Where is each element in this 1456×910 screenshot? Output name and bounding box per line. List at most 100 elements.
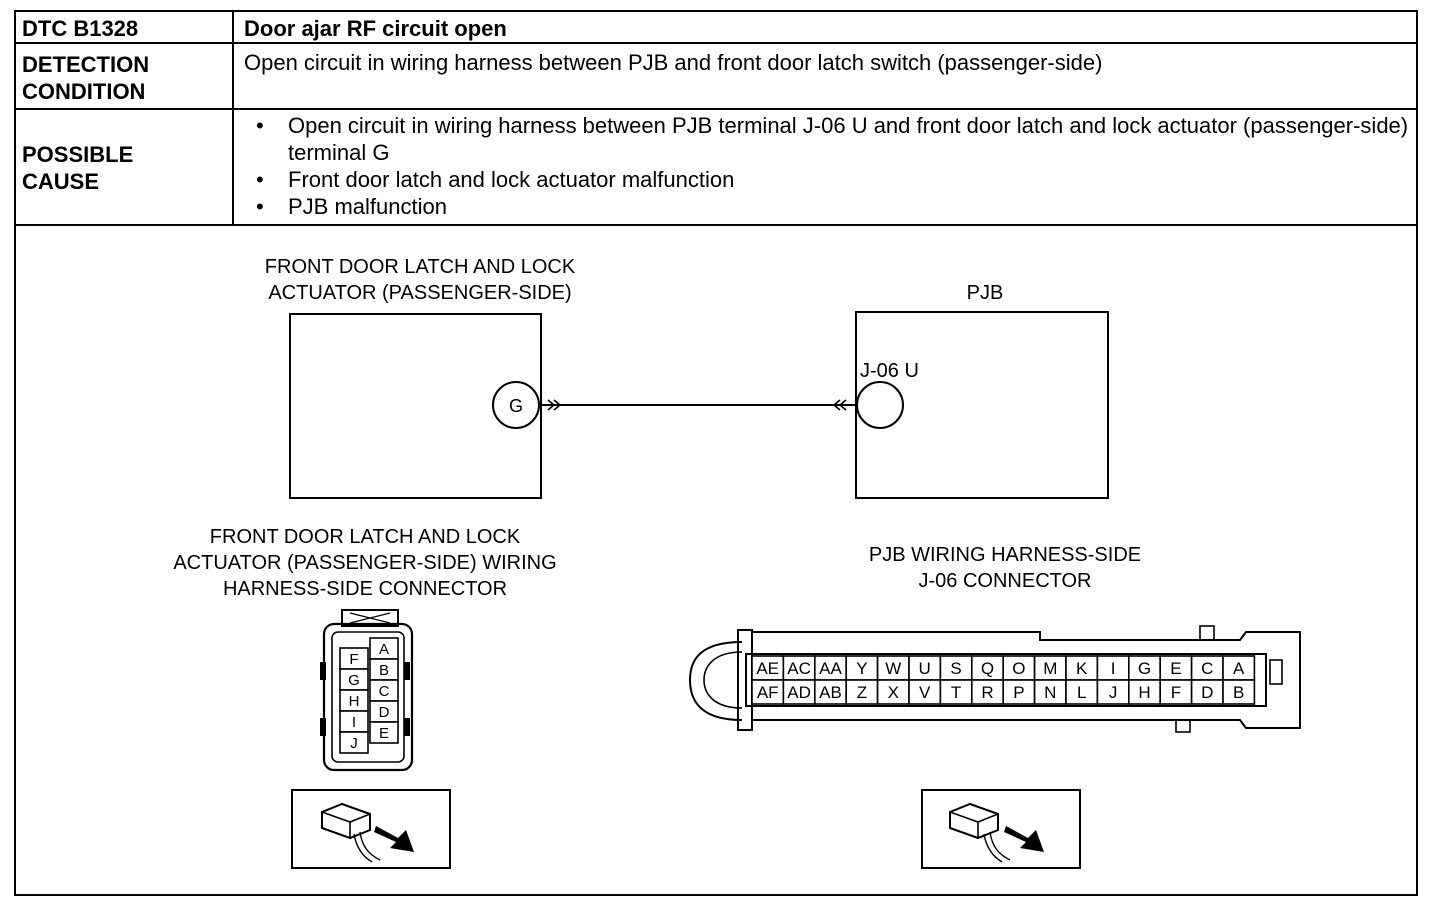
pin-label: F [1171, 683, 1181, 702]
pjb-connector-label: PJB WIRING HARNESS-SIDE J-06 CONNECTOR [780, 542, 1230, 594]
row-divider [16, 108, 1416, 110]
pin-label: V [919, 683, 931, 702]
cause-item: PJB malfunction [244, 193, 1414, 220]
label-line: ACTUATOR (PASSENGER-SIDE) [268, 282, 572, 304]
possible-cause-list: Open circuit in wiring harness between P… [244, 112, 1414, 220]
pin-label: O [1012, 659, 1025, 678]
pin-cell [845, 679, 879, 705]
pin-cell [813, 679, 847, 705]
pin-label: G [348, 672, 360, 689]
pin-label: H [1138, 683, 1150, 702]
pin-label: AC [787, 659, 811, 678]
pin-label: A [1233, 659, 1245, 678]
connector-outer-shell [322, 622, 414, 772]
connector-rib [320, 662, 326, 680]
latch-mark [349, 612, 391, 624]
pin-label: C [1201, 659, 1213, 678]
connector-rib [404, 662, 410, 680]
pjb-label: PJB [966, 282, 1004, 304]
pjb-terminal-label: J-06 U [860, 360, 919, 382]
pin-label: B [1233, 683, 1244, 702]
pin-label: AE [756, 659, 779, 678]
pin-label: Z [857, 683, 867, 702]
pin-label: I [352, 714, 356, 731]
actuator-label: FRONT DOOR LATCH AND LOCK ACTUATOR (PASS… [190, 254, 650, 306]
pin-label: I [1111, 659, 1116, 678]
label-line: DETECTION [22, 52, 150, 77]
actuator-terminal-label: G [509, 396, 523, 416]
dtc-sheet: DTC B1328 Door ajar RF circuit open DETE… [14, 10, 1418, 896]
pin-label: G [1138, 659, 1151, 678]
pin-cell [908, 655, 942, 681]
pin-cell [1222, 655, 1256, 681]
connector-rib [320, 718, 326, 736]
row-divider [16, 224, 1416, 226]
actuator-terminal-circle [492, 381, 540, 429]
pin-label: AB [819, 683, 842, 702]
connector-cable-loop [688, 641, 743, 721]
cause-item: Front door latch and lock actuator malfu… [244, 166, 1414, 193]
pin-label: Y [856, 659, 867, 678]
pin-label: E [379, 725, 389, 742]
pin-label: X [888, 683, 899, 702]
harness-side-view-arrow-icon [291, 789, 451, 869]
pin-label: AA [819, 659, 842, 678]
label-line: FRONT DOOR LATCH AND LOCK [264, 256, 576, 278]
pin-cell [1159, 679, 1193, 705]
pin-label: AD [787, 683, 811, 702]
column-divider [232, 12, 234, 224]
pin-label: K [1076, 659, 1088, 678]
pin-cell [939, 679, 973, 705]
pin-cell [970, 655, 1004, 681]
dtc-code: DTC B1328 [22, 16, 139, 41]
pin-cell [782, 679, 816, 705]
label-line: PJB WIRING HARNESS-SIDE [868, 544, 1142, 566]
connector-inner-shell [331, 631, 405, 763]
cause-item: Open circuit in wiring harness between P… [244, 112, 1414, 166]
pin-label: J [350, 735, 358, 752]
pin-cell [1222, 679, 1256, 705]
pin-cell [876, 655, 910, 681]
connector-rib [404, 718, 410, 736]
pin-label: J [1109, 683, 1118, 702]
pin-cell [751, 655, 785, 681]
detection-condition-text: Open circuit in wiring harness between P… [244, 50, 1103, 75]
pin-label: AF [757, 683, 779, 702]
pin-label: Q [981, 659, 994, 678]
pin-label: M [1043, 659, 1057, 678]
pin-label: R [981, 683, 993, 702]
connector-cable-loop [703, 651, 743, 709]
pin-cell [1002, 679, 1036, 705]
label-line: CONDITION [22, 79, 146, 104]
pin-label: D [1201, 683, 1213, 702]
connector-latch [341, 609, 399, 627]
label-line: J-06 CONNECTOR [918, 570, 1092, 592]
pin-label: F [349, 651, 358, 668]
connector-side-tab [1269, 659, 1283, 685]
connector-arrow-icon [832, 399, 847, 411]
connector-arrow-icon [547, 399, 562, 411]
pin-cell [339, 731, 369, 754]
pin-label: H [349, 693, 360, 710]
pin-cell [1096, 679, 1130, 705]
label-line: FRONT DOOR LATCH AND LOCK [209, 526, 521, 548]
pin-label: L [1077, 683, 1086, 702]
pin-cell [1065, 679, 1099, 705]
connector-lock-tab [1175, 719, 1191, 733]
label-line: CAUSE [22, 169, 100, 194]
pin-label: S [950, 659, 961, 678]
detection-condition-label: DETECTION CONDITION [22, 51, 149, 105]
pin-label: B [379, 662, 389, 679]
harness-side-view-arrow-icon [921, 789, 1081, 869]
pin-label: E [1170, 659, 1181, 678]
possible-cause-label: POSSIBLE CAUSE [22, 141, 133, 195]
pin-label: A [379, 641, 389, 658]
dtc-title: Door ajar RF circuit open [244, 16, 507, 41]
